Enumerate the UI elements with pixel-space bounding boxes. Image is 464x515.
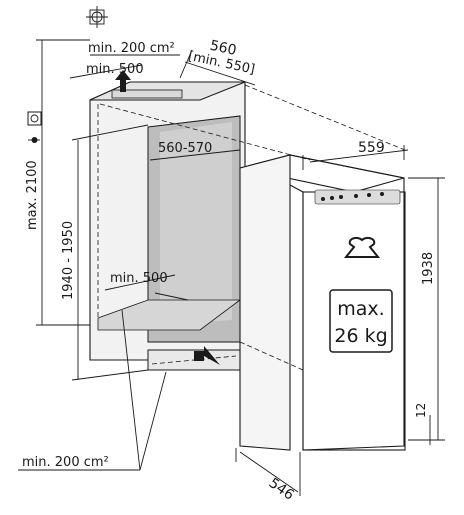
label-appliance-height: 1938 [421, 252, 436, 285]
label-inner-clearance: min. 500 [110, 271, 168, 286]
weight-box [329, 289, 393, 353]
label-total-height: max. 2100 [25, 160, 40, 230]
label-appliance-width: 559 [358, 140, 385, 156]
weight-sign: max. 26 kg [329, 236, 393, 353]
appliance: max. 26 kg [239, 154, 406, 451]
crosshair-icon [86, 6, 108, 28]
label-vent-top: min. 200 cm² [88, 41, 175, 56]
airflow-arrow-top [115, 70, 131, 92]
label-top-clearance: min. 500 [86, 62, 144, 77]
label-plinth-gap: 12 [414, 403, 428, 418]
niche-cabinet [89, 70, 246, 371]
appliance-side [239, 154, 291, 451]
label-niche-width: 560-570 [158, 141, 212, 156]
appliance-front-edge [289, 154, 405, 451]
weight-icon [343, 236, 381, 258]
control-buttons [321, 192, 384, 201]
dimension-lines [18, 39, 445, 496]
weight-line2: 26 kg [334, 325, 387, 347]
label-vent-bottom: min. 200 cm² [22, 455, 109, 470]
label-niche-height: 1940 - 1950 [61, 221, 76, 300]
label-niche-depth: 560 [208, 38, 237, 59]
niche-floor [97, 299, 242, 331]
top-vent-slot [111, 89, 183, 99]
power-socket-icon [27, 111, 42, 143]
airflow-arrow-inner [154, 292, 189, 301]
niche-back-wall [160, 122, 232, 325]
weight-line1: max. [337, 298, 384, 320]
label-appliance-depth: 546 [266, 475, 297, 503]
airflow-arrow-bottom [194, 346, 220, 365]
